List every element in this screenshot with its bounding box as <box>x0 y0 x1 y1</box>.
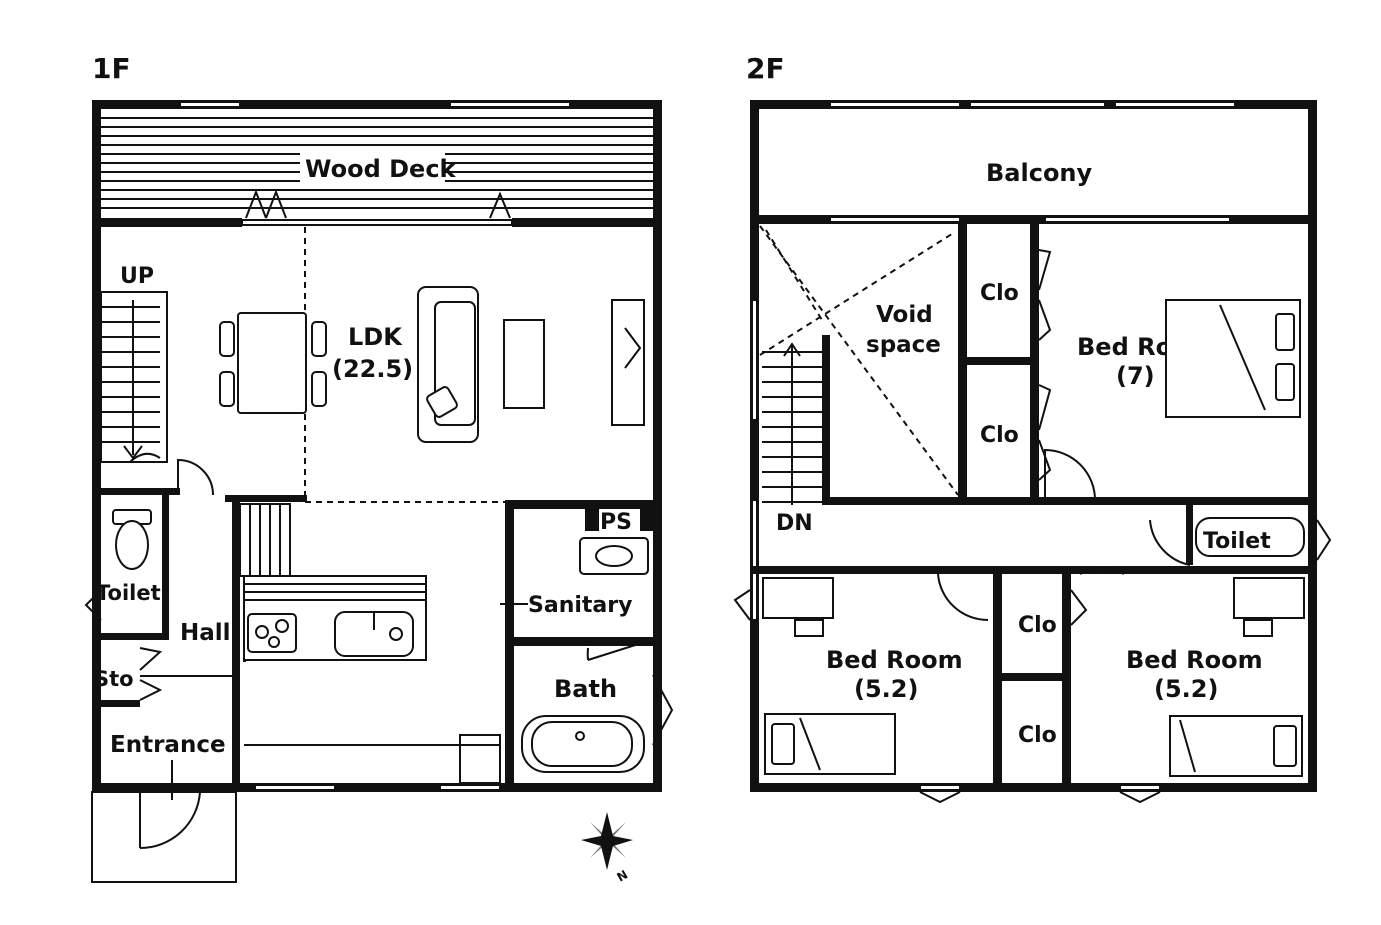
sanitary-label: Sanitary <box>528 593 632 618</box>
entrance-label: Entrance <box>110 732 226 758</box>
bedroom-right: Bed Room (5.2) <box>1119 577 1305 804</box>
bedroom-left: Bed Room (5.2) <box>762 577 963 804</box>
wood-deck-label: Wood Deck <box>305 155 457 183</box>
compass-north-label: N <box>615 867 631 884</box>
ldk-label: LDK <box>348 323 403 351</box>
compass-rose: N <box>581 812 633 885</box>
ldk-size: (22.5) <box>332 355 413 383</box>
void-label-line2: space <box>866 332 941 358</box>
stairs-up-label: UP <box>120 264 154 289</box>
closet-2-label: Clo <box>980 423 1019 448</box>
balcony: Balcony <box>986 159 1093 187</box>
stairs-down: DN <box>762 342 822 536</box>
pipe-shaft: PS <box>585 509 653 535</box>
closet-3-label: Clo <box>1018 613 1057 638</box>
wood-deck: Wood Deck <box>101 117 653 209</box>
closet-4-label: Clo <box>1018 723 1057 748</box>
bedroom-right-size: (5.2) <box>1154 675 1218 703</box>
bedroom-left-size: (5.2) <box>854 675 918 703</box>
toilet-1f-label: Toilet <box>96 581 161 605</box>
balcony-label: Balcony <box>986 159 1093 187</box>
pipe-shaft-label: PS <box>600 510 632 535</box>
stairs-up: UP <box>100 264 168 463</box>
closet-1-label: Clo <box>980 281 1019 306</box>
void-space: Void space <box>759 225 959 496</box>
void-label-line1: Void <box>876 302 933 328</box>
bedroom-left-label: Bed Room <box>826 646 963 674</box>
floor-label-2f: 2F <box>746 52 785 85</box>
sanitary-room: Sanitary <box>500 537 649 618</box>
storage-label: Sto <box>94 667 134 691</box>
first-floor-plan: 1F Wood Deck <box>84 52 674 885</box>
dining-table <box>219 312 327 414</box>
floor-label-1f: 1F <box>92 52 131 85</box>
hall-label: Hall <box>180 620 231 646</box>
bedroom-right-label: Bed Room <box>1126 646 1263 674</box>
stairs-down-label: DN <box>776 511 813 536</box>
entrance-porch <box>91 760 237 883</box>
toilet-2f: Toilet <box>1149 505 1332 566</box>
tv-stand <box>611 299 645 426</box>
bedroom-main: Bed Room (7) <box>1044 299 1301 501</box>
toilet-2f-label: Toilet <box>1203 529 1271 554</box>
second-floor-plan: 2F Balcony Void space <box>733 52 1332 804</box>
bedroom-main-size: (7) <box>1116 362 1155 390</box>
coffee-table <box>503 319 545 409</box>
bath-room: Bath <box>521 641 674 773</box>
kitchen <box>239 503 501 784</box>
bath-label: Bath <box>554 675 617 703</box>
sofa <box>417 286 479 443</box>
toilet-1f: Toilet <box>84 509 161 621</box>
